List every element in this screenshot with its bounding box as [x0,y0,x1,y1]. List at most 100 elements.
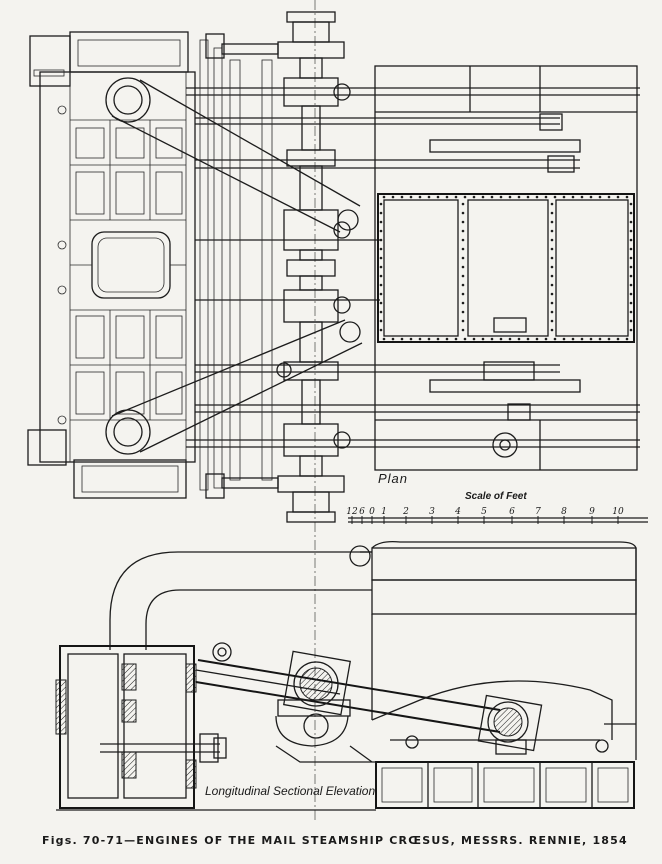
rivet [550,202,554,206]
rivet [571,337,575,341]
rivet [629,319,633,323]
rivet [461,283,465,287]
side-levers [105,77,363,455]
rivet [445,337,449,341]
rivet [616,337,620,341]
rivet [607,195,611,199]
rivet [461,310,465,314]
rivet [550,328,554,332]
scale-tick-label: 6 [509,507,515,517]
scale-title: Scale of Feet [465,491,527,502]
rivet [472,195,476,199]
rivet [379,319,383,323]
rivet [436,195,440,199]
rivet [629,292,633,296]
rivet [550,265,554,269]
rivet [379,283,383,287]
rivet [629,283,633,287]
rivet [391,337,395,341]
rivet [550,274,554,278]
rivet [589,337,593,341]
scale-tick-label: 4 [454,507,461,517]
rivet [427,195,431,199]
rivet [562,195,566,199]
rivet [571,195,575,199]
rivet [461,238,465,242]
cylinder-block [374,65,638,471]
rivet [629,265,633,269]
rivet [461,301,465,305]
rivet [607,337,611,341]
rivet [454,195,458,199]
rivet [418,195,422,199]
rivet [517,337,521,341]
rivet [550,247,554,251]
rivet [461,202,465,206]
rivet [379,301,383,305]
rivet [625,337,629,341]
rivet [379,274,383,278]
rods [186,39,640,491]
rivet [550,319,554,323]
rivet [629,211,633,215]
rivet [379,265,383,269]
rivet [379,256,383,260]
rivet [499,195,503,199]
rivet [409,195,413,199]
rivet [461,247,465,251]
rivet [562,337,566,341]
rivet [379,220,383,224]
rivet [550,283,554,287]
rivet [379,328,383,332]
scale-tick-label: 9 [589,507,595,517]
rivet [544,337,548,341]
rivet [550,238,554,242]
rivet [629,229,633,233]
rivet [629,274,633,278]
rivet [553,195,557,199]
rivet [517,195,521,199]
rivet [535,337,539,341]
rivet [427,337,431,341]
rivet [550,220,554,224]
rivet [461,292,465,296]
scale-tick-label: 2 [402,507,409,517]
scale-tick-label: 5 [481,507,487,517]
rivet [580,195,584,199]
crank-shaft [205,11,351,523]
rivet [463,337,467,341]
rivet [553,337,557,341]
rivet-rows [379,195,633,341]
rivet [400,195,404,199]
rivet [472,337,476,341]
rivet [550,211,554,215]
rivet [379,247,383,251]
rivet [382,195,386,199]
crank-center [275,650,352,747]
rivet [629,202,633,206]
rivet [629,238,633,242]
rivet [461,220,465,224]
scale-tick-label: 10 [612,507,624,517]
plan-view [27,11,640,523]
rivet [544,195,548,199]
rivet [508,337,512,341]
rivet [508,195,512,199]
rivet [454,337,458,341]
rivet [382,337,386,341]
rivet [535,195,539,199]
plan-label: Plan [378,471,409,486]
scale-tick-label: 8 [561,507,567,517]
rivet [436,337,440,341]
rivet [481,337,485,341]
rivet [499,337,503,341]
rivet [490,337,494,341]
rivet [550,301,554,305]
rivet [409,337,413,341]
rivet [629,328,633,332]
crosshead-right [477,694,543,755]
rivet [461,229,465,233]
elevation-label: Longitudinal Sectional Elevation [205,784,376,798]
rivet [550,256,554,260]
